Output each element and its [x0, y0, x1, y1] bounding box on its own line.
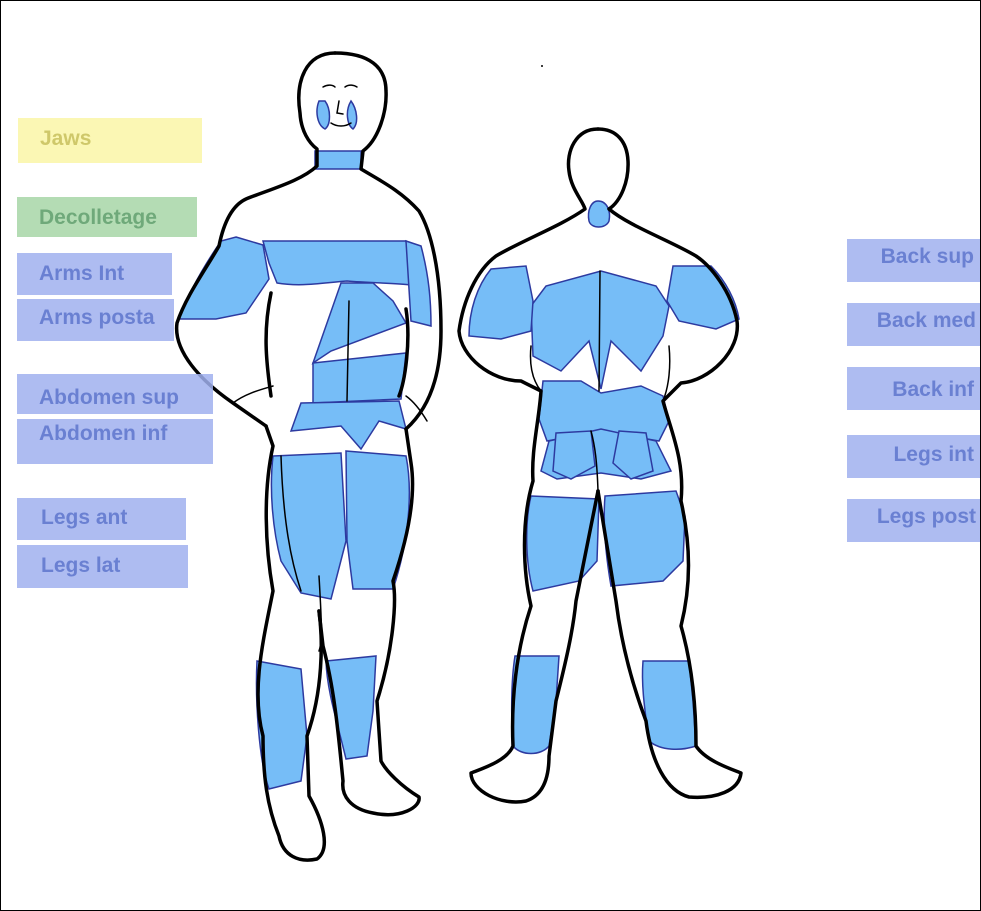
zone-button-legs-post[interactable]: Legs post [847, 499, 980, 542]
zone-label-legs-ant: Legs ant [17, 498, 186, 528]
zone-label-legs-post: Legs post [847, 499, 980, 527]
zone-label-legs-lat: Legs lat [17, 545, 188, 576]
zone-button-arms-int[interactable]: Arms Int [17, 253, 172, 295]
zone-label-back-med: Back med [847, 303, 980, 331]
zone-label-back-sup: Back sup [847, 239, 980, 267]
zone-label-legs-int: Legs int [847, 435, 980, 465]
back-neck-zone [588, 201, 609, 227]
stray-dot [541, 65, 543, 67]
zone-label-arms-post: Arms posta [17, 299, 174, 328]
zone-label-jaws: Jaws [18, 118, 202, 149]
front-right-thigh-zone [346, 451, 409, 589]
zone-button-decolletage[interactable]: Decolletage [17, 197, 197, 237]
zone-label-abdomen-inf: Abdomen inf [17, 419, 213, 444]
zone-button-back-sup[interactable]: Back sup [847, 239, 980, 282]
zone-button-arms-post[interactable]: Arms posta [17, 299, 174, 341]
zone-button-jaws[interactable]: Jaws [18, 118, 202, 163]
back-right-thigh-zone [604, 491, 685, 586]
back-right-calf-zone [642, 661, 696, 749]
zone-label-back-inf: Back inf [847, 367, 980, 400]
zone-label-abdomen-sup: Abdomen sup [17, 374, 213, 408]
back-figure [459, 129, 741, 802]
front-figure [177, 53, 441, 860]
front-neck-zone [315, 151, 361, 169]
zone-button-back-inf[interactable]: Back inf [847, 367, 980, 410]
zone-label-decolletage: Decolletage [17, 197, 197, 228]
zone-button-back-med[interactable]: Back med [847, 303, 980, 346]
zone-button-legs-int[interactable]: Legs int [847, 435, 980, 478]
zone-button-abdomen-sup[interactable]: Abdomen sup [17, 374, 213, 414]
zone-label-arms-int: Arms Int [17, 253, 172, 284]
zone-button-abdomen-inf[interactable]: Abdomen inf [17, 419, 213, 464]
zone-button-legs-lat[interactable]: Legs lat [17, 545, 188, 588]
zone-button-legs-ant[interactable]: Legs ant [17, 498, 186, 540]
front-chest-zone [263, 241, 411, 285]
